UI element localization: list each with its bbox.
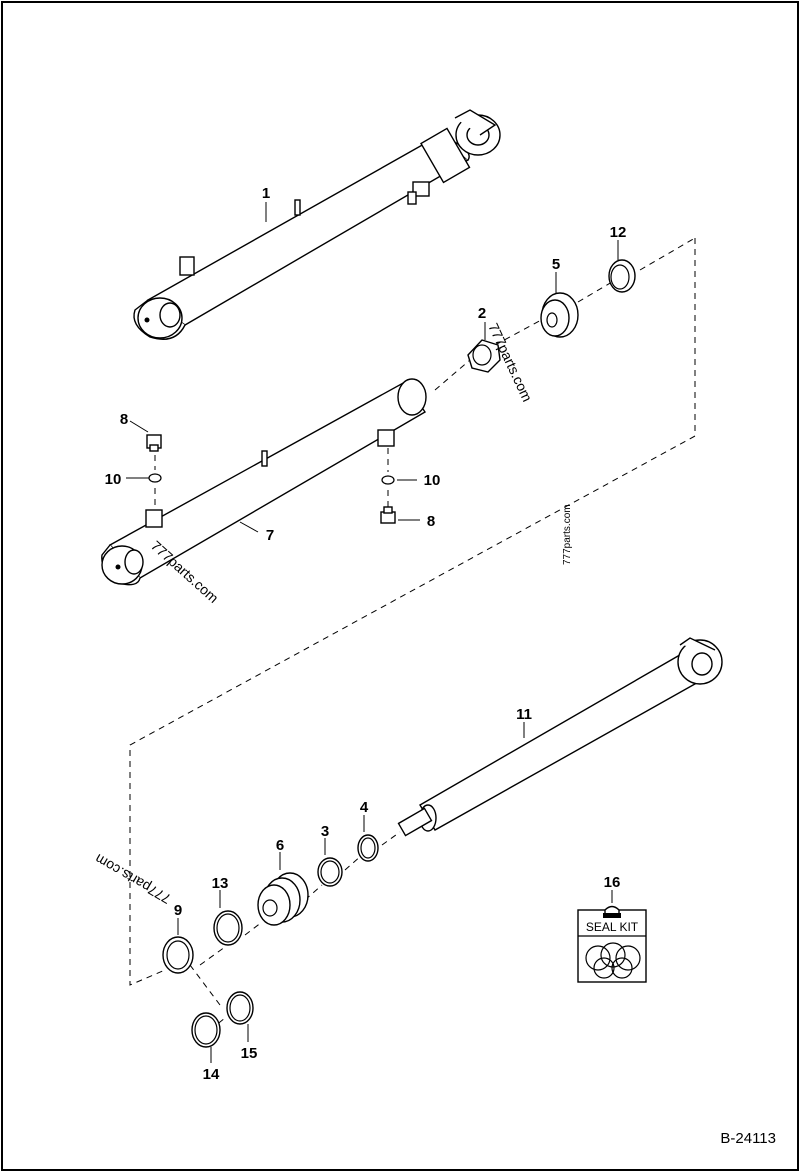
callout-6: 6: [276, 837, 284, 854]
callout-8-lower: 8: [427, 513, 435, 530]
part-3-ring: [317, 857, 343, 887]
callout-11: 11: [516, 706, 532, 723]
drawing-number: B-24113: [720, 1130, 776, 1147]
fittings-and-o-rings: [146, 434, 396, 524]
part-7-barrel: [101, 378, 427, 586]
callout-4: 4: [360, 799, 369, 816]
part-16-seal-kit: SEAL KIT: [577, 905, 647, 983]
part-13-ring: [213, 910, 243, 946]
part-5-piston: [540, 292, 579, 338]
part-11-rod: [397, 637, 723, 837]
watermark-4: 777parts.com: [92, 851, 173, 907]
part-1-cylinder-assembly: [133, 109, 501, 340]
callout-10-left: 10: [105, 471, 122, 488]
callout-5: 5: [552, 256, 560, 273]
callout-2: 2: [478, 305, 486, 322]
part-14-ring: [191, 1012, 221, 1048]
callout-12: 12: [610, 224, 627, 241]
part-2-nut: [467, 339, 501, 373]
callout-9: 9: [174, 902, 182, 919]
watermarks: 777parts.com 777parts.com 777parts.com 7…: [92, 321, 573, 908]
part-12-ring: [608, 259, 636, 293]
callout-16: 16: [604, 874, 621, 891]
callout-numbers: 1 2 5 12 8 10 10 8 7 11 4 3 6 13 9 16 15…: [105, 185, 627, 1083]
callout-10-right: 10: [424, 472, 441, 489]
watermark-2: 777parts.com: [562, 504, 573, 565]
callout-1: 1: [262, 185, 270, 202]
seal-kit-label: SEAL KIT: [586, 920, 639, 934]
callout-7: 7: [266, 527, 274, 544]
part-4-ring: [357, 834, 379, 862]
callout-8-upper: 8: [120, 411, 128, 428]
part-6-gland: [257, 872, 309, 926]
part-9-ring: [162, 936, 194, 974]
callout-13: 13: [212, 875, 229, 892]
callout-14: 14: [203, 1066, 220, 1083]
leader-lines: [126, 202, 619, 1063]
callout-3: 3: [321, 823, 329, 840]
callout-15: 15: [241, 1045, 258, 1062]
part-15-ring: [226, 991, 254, 1025]
